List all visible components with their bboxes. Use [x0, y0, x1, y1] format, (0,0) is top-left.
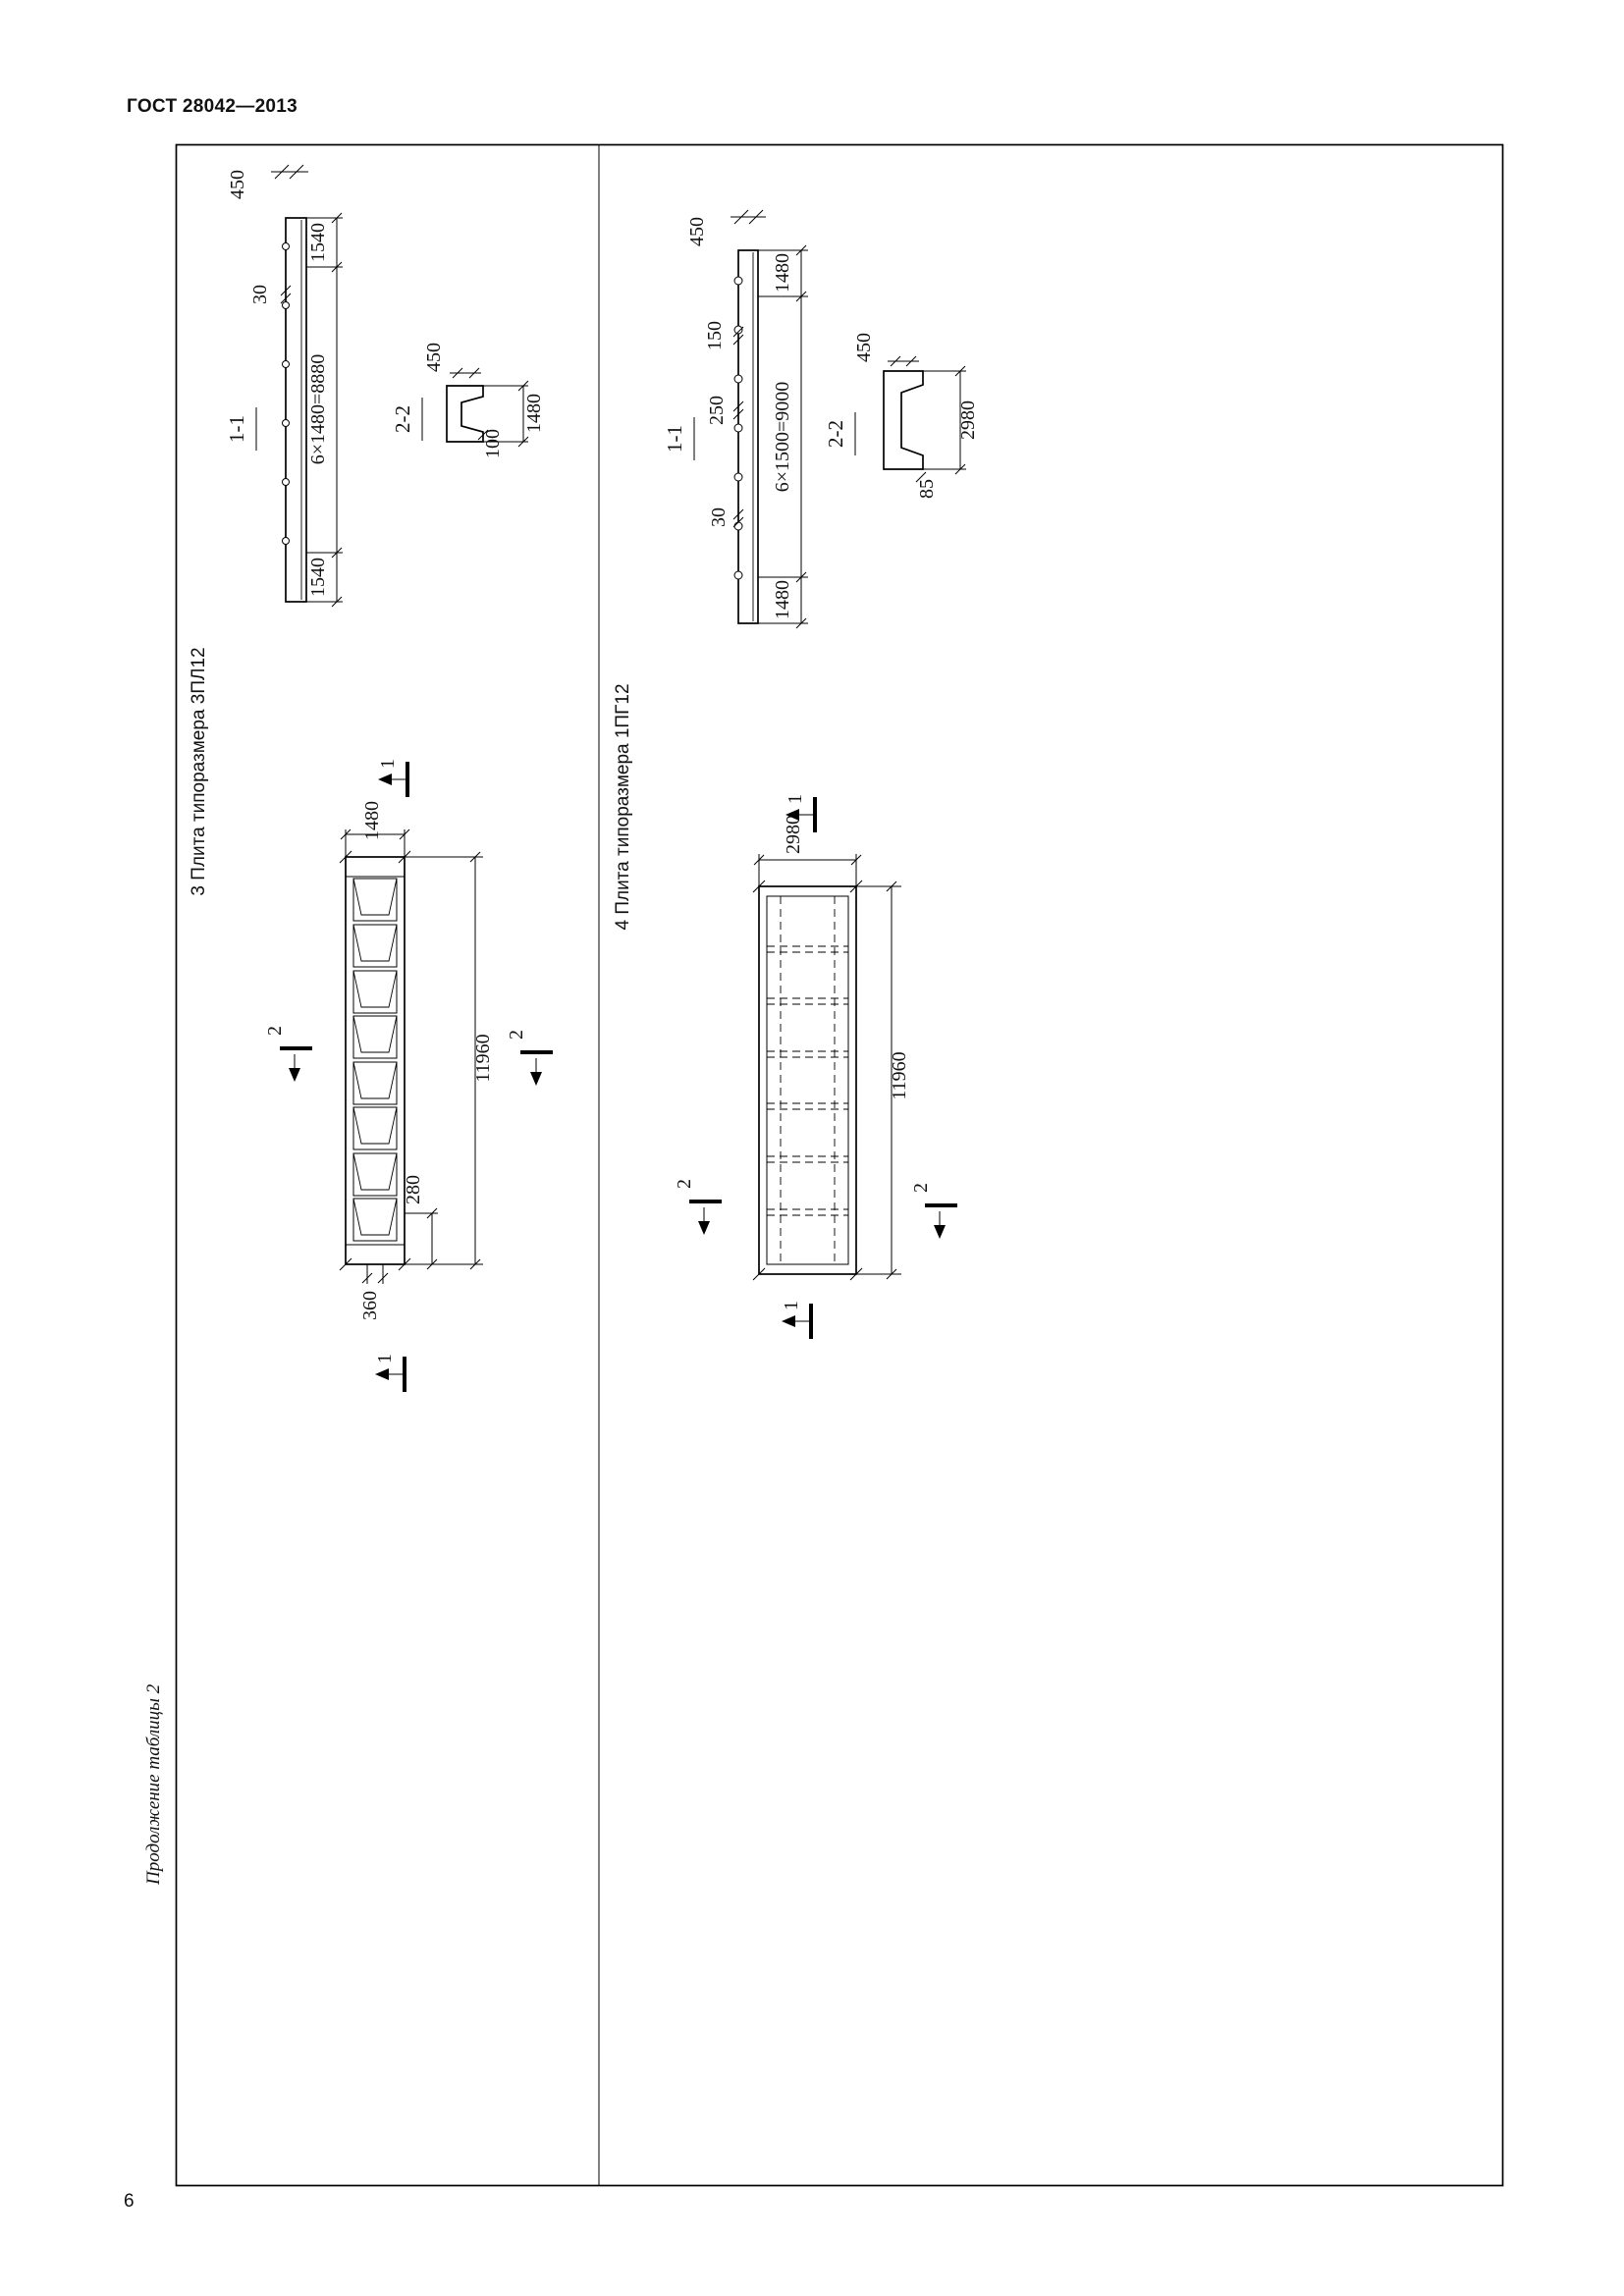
- p3-label-2-2: 2-2: [391, 398, 423, 441]
- p3-cut-label-1-top: 1: [377, 759, 399, 769]
- plate3-row: 3 Плита типоразмера 3ПЛ12 450: [189, 164, 553, 1392]
- p3-plan-voids: [352, 878, 398, 1242]
- p3-cut-mark-2-left: 2: [264, 1026, 312, 1082]
- p3-s22-dim-100-group: 100: [477, 429, 504, 458]
- p3-cut-label-2-right: 2: [506, 1030, 527, 1040]
- p3-cross-section: [446, 385, 484, 443]
- p4-dim-1480-bottom: 1480: [772, 580, 793, 619]
- p3-cut-label-2-left: 2: [264, 1026, 286, 1036]
- p4-dim-250: 250: [706, 396, 728, 425]
- p3-dim-30-group: 30: [249, 285, 292, 304]
- sheet-frame: [175, 143, 1504, 2187]
- page-frame: [175, 143, 1504, 2187]
- p3-dim-1540-bottom: 1540: [307, 558, 329, 597]
- drawing-sheet: 3 Плита типоразмера 3ПЛ12 450: [175, 143, 1504, 2187]
- p3-plan-dim-11960: 11960: [472, 1034, 494, 1082]
- p3-plan-dim-360: 360: [359, 1291, 381, 1320]
- p3-cut-mark-2-right: 2: [506, 1030, 553, 1086]
- p4-cut-mark-1-bottom: 1: [781, 1301, 813, 1339]
- plate4-section-2-2: 450 2980 85 2-2: [824, 333, 979, 499]
- p3-s22-bearing: 450: [423, 343, 481, 379]
- p4-cut-label-2-right: 2: [910, 1183, 932, 1193]
- p4-s22-dim-2980-group: 2980: [923, 365, 979, 475]
- p4-plan-outline: [758, 885, 857, 1275]
- p4-cut-label-1-bottom: 1: [781, 1301, 802, 1310]
- p3-dim-1540-top: 1540: [307, 223, 329, 262]
- plate4-row: 4 Плита типоразмера 1ПГ12 450: [613, 209, 979, 1339]
- p3-s22-dim-100: 100: [482, 429, 504, 458]
- p4-label-2-2: 2-2: [824, 412, 856, 455]
- p4-plan-length-dim: 11960: [856, 881, 910, 1280]
- p4-dim-30: 30: [708, 507, 730, 527]
- p4-s22-dim-2980: 2980: [957, 400, 979, 440]
- plate3-plan: 1480 11960 280: [264, 759, 553, 1392]
- p4-label-1-1: 1-1: [663, 417, 695, 460]
- p4-dim-9000: 6×1500=9000: [772, 382, 793, 493]
- p4-s22-dim-85: 85: [916, 479, 938, 499]
- p4-cut-mark-1-top: 1: [785, 794, 817, 832]
- p4-cross-section: [883, 370, 924, 470]
- p3-cut-label-1-bottom: 1: [374, 1354, 396, 1363]
- p3-plan-dim-280-group: 280: [403, 1175, 438, 1270]
- p4-dim-30-group: 30: [708, 507, 744, 528]
- p4-s22-bearing: 450: [853, 333, 919, 367]
- p3-plan-width-dim: 1480: [340, 801, 410, 857]
- p3-plan-dim-280: 280: [403, 1175, 424, 1204]
- p4-dim-150: 150: [704, 321, 726, 350]
- svg-text:2-2: 2-2: [824, 420, 847, 448]
- p3-plan-dim-1480: 1480: [361, 801, 383, 840]
- p3-label-1-1: 1-1: [225, 407, 257, 451]
- p3-bearing-dim: 450: [227, 164, 308, 199]
- p4-side-profile: [737, 249, 759, 624]
- table-caption: Продолжение таблицы 2: [143, 1683, 164, 1885]
- p4-s22-dim-85-group: 85: [915, 471, 938, 499]
- p4-dim-bearing-450: 450: [686, 217, 708, 246]
- plate3-section-1-1: 450 1540 6×1480=8880 1540 30: [225, 164, 343, 608]
- p3-s22-dim-450: 450: [423, 343, 445, 372]
- p4-plan-ribs: [767, 896, 848, 1264]
- p3-dim-bearing-450: 450: [227, 170, 248, 199]
- plate4-plan: 2980 11960 1 1: [674, 794, 957, 1339]
- p4-bearing-dim: 450: [686, 209, 766, 246]
- p4-plan-inner: [766, 895, 849, 1265]
- p3-length-dims: 1540 6×1480=8880 1540: [306, 212, 343, 608]
- p3-cut-mark-1-top: 1: [377, 759, 409, 797]
- svg-text:1-1: 1-1: [663, 425, 686, 453]
- p3-s22-dim-1480: 1480: [523, 394, 545, 433]
- p4-plan-dim-11960: 11960: [889, 1051, 910, 1099]
- svg-text:1-1: 1-1: [225, 415, 248, 443]
- p4-dim-1480-top: 1480: [772, 253, 793, 293]
- p4-cut-mark-2-right: 2: [910, 1183, 957, 1239]
- plate4-title: 4 Плита типоразмера 1ПГ12: [613, 683, 633, 930]
- p4-length-dims: 1480 6×1500=9000 1480: [758, 244, 808, 629]
- page-number: 6: [124, 2191, 135, 2212]
- p4-plan-width-dim: 2980: [753, 815, 862, 886]
- p4-dim-150-group: 150: [704, 321, 744, 350]
- p3-plan-dim-360-group: 360: [359, 1264, 389, 1320]
- p3-dim-30: 30: [249, 285, 271, 304]
- plate3-section-2-2: 450 100 1480 2-2: [391, 343, 545, 458]
- svg-text:2-2: 2-2: [391, 405, 414, 433]
- document-header: ГОСТ 28042—2013: [127, 96, 298, 117]
- plate4-section-1-1: 450 1480 6×1500=9000 1480 150: [663, 209, 808, 629]
- p4-cut-label-1-top: 1: [785, 794, 806, 804]
- p3-cut-mark-1-bottom: 1: [374, 1354, 406, 1392]
- p3-plan-length-dim: 11960: [405, 851, 494, 1270]
- p4-cut-label-2-left: 2: [674, 1179, 695, 1189]
- plate3-title: 3 Плита типоразмера 3ПЛ12: [189, 647, 209, 895]
- p3-side-profile: [285, 217, 307, 603]
- p3-dim-8880: 6×1480=8880: [307, 354, 329, 465]
- p3-s22-dim-1480-group: 1480: [483, 380, 545, 448]
- p4-dim-250-group: 250: [706, 396, 744, 425]
- p4-s22-dim-450: 450: [853, 333, 875, 362]
- p4-plan-dim-2980: 2980: [783, 815, 804, 854]
- p4-cut-mark-2-left: 2: [674, 1179, 722, 1235]
